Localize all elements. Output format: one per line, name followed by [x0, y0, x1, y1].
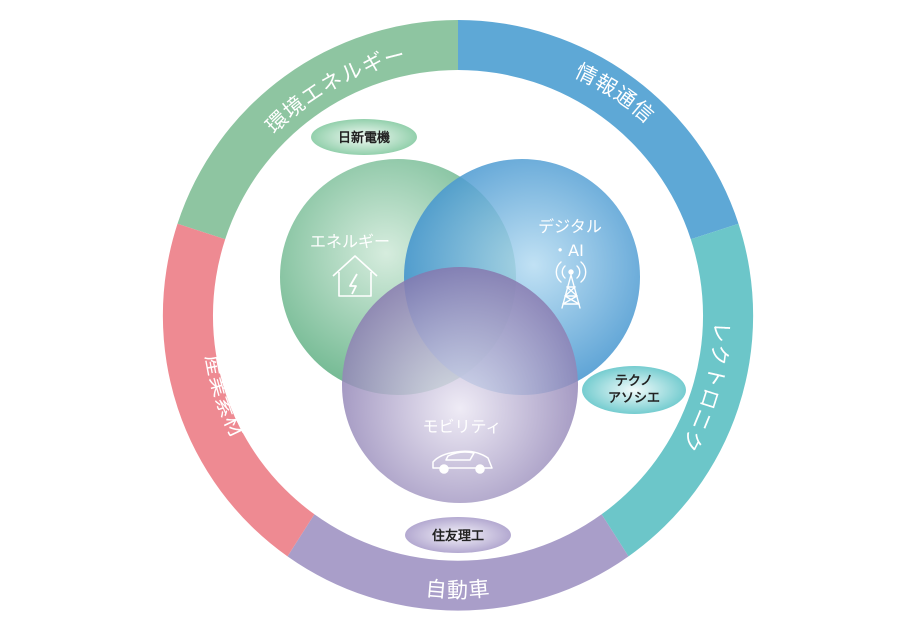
circle-label-digital-line2: ・AI [552, 241, 584, 260]
car-icon [432, 450, 493, 474]
ring-segment-environment-energy [177, 20, 458, 240]
circle-mobility [342, 267, 578, 503]
ring-segment-info-comm [458, 20, 739, 240]
badge-label-nissin: 日新電機 [338, 130, 390, 146]
outer-ring [162, 20, 754, 611]
antenna-tower-icon [555, 261, 587, 309]
circle-label-energy: エネルギー [310, 232, 390, 251]
ring-segment-electronics [601, 223, 754, 557]
ring-segment-industrial-materials [162, 223, 315, 557]
circle-label-digital-line1: デジタル [538, 217, 602, 236]
badge-label-techno-line2: アソシエ [608, 391, 660, 406]
venn-circles [280, 159, 640, 503]
badge-sumitomo: 住友理工 [405, 517, 511, 553]
circle-label-mobility: モビリティ [422, 417, 501, 436]
badge-techno: テクノ アソシエ [582, 366, 686, 414]
badge-label-techno-line1: テクノ [615, 374, 653, 389]
badge-nissin: 日新電機 [311, 119, 417, 155]
ring-segment-automotive [287, 514, 629, 611]
badge-label-sumitomo: 住友理工 [432, 528, 484, 544]
house-bolt-icon [332, 255, 378, 297]
ring-label-automotive: 自動車 [425, 577, 492, 603]
